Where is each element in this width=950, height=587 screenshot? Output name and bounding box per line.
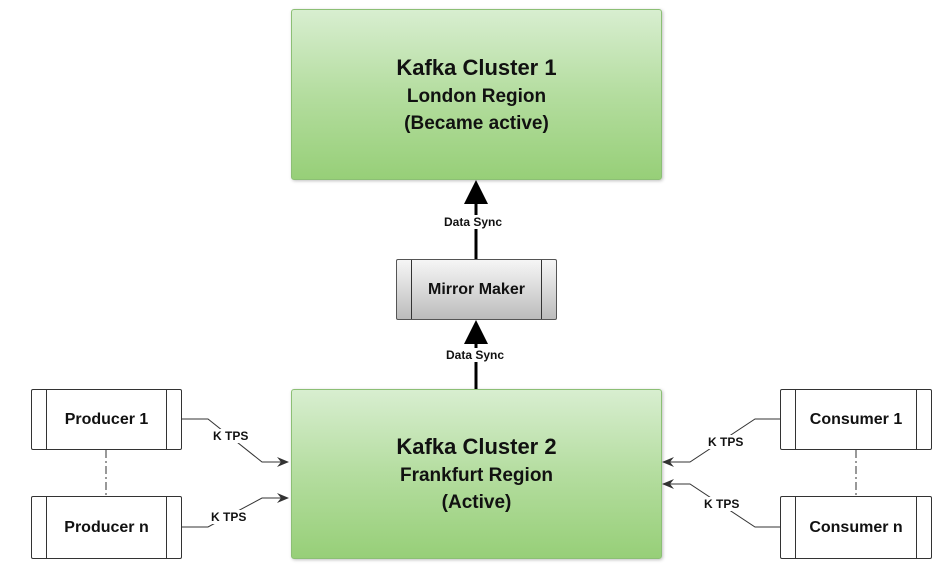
cluster1-status: (Became active) (404, 112, 549, 134)
mirror-maker[interactable]: Mirror Maker (396, 259, 557, 320)
cluster2-title: Kafka Cluster 2 (396, 434, 557, 459)
producer-1-label: Producer 1 (64, 410, 149, 428)
sync-label-lower: Data Sync (445, 348, 506, 362)
producer-1[interactable]: Producer 1 (31, 389, 182, 450)
consumern-tps-label: K TPS (703, 497, 741, 511)
sync-label-upper: Data Sync (443, 215, 504, 229)
mirror-maker-label: Mirror Maker (428, 280, 525, 298)
producern-tps-label: K TPS (210, 510, 248, 524)
producer-n[interactable]: Producer n (31, 496, 182, 559)
producer1-tps-label: K TPS (212, 429, 250, 443)
consumer-1[interactable]: Consumer 1 (780, 389, 932, 450)
cluster2-status: (Active) (441, 492, 512, 513)
consumer-n[interactable]: Consumer n (780, 496, 932, 559)
consumer-n-label: Consumer n (809, 518, 903, 536)
producer-n-label: Producer n (64, 518, 149, 536)
cluster2-region: Frankfurt Region (399, 465, 554, 486)
cluster1-title: Kafka Cluster 1 (396, 54, 557, 80)
kafka-cluster-2[interactable]: Kafka Cluster 2 Frankfurt Region (Active… (291, 389, 662, 559)
consumer1-tps-label: K TPS (707, 435, 745, 449)
consumer-1-label: Consumer 1 (809, 410, 903, 428)
kafka-cluster-1[interactable]: Kafka Cluster 1 London Region (Became ac… (291, 9, 662, 180)
cluster1-region: London Region (406, 85, 547, 107)
